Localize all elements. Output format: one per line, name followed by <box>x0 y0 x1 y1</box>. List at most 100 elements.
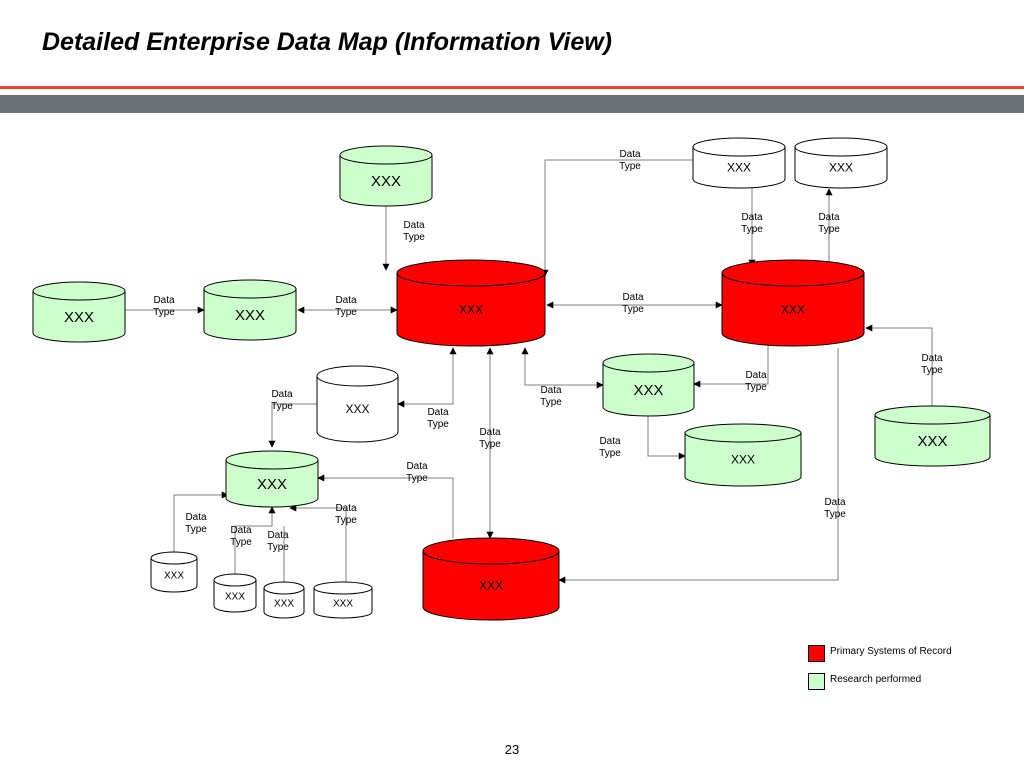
data-store-s2: XXX <box>213 573 257 613</box>
cylinder-body <box>316 375 399 443</box>
cylinder-top <box>874 405 991 425</box>
data-store-label: XXX <box>164 571 184 582</box>
cylinder-body <box>203 288 297 341</box>
data-store-w_tr2: XXX <box>794 137 888 189</box>
data-store-r_right: XXX <box>721 259 865 347</box>
connector-line <box>521 347 604 389</box>
data-store-label: XXX <box>479 579 503 593</box>
cylinder-top <box>602 353 695 373</box>
data-store-w_mid: XXX <box>316 365 399 443</box>
data-store-label: XXX <box>225 592 245 603</box>
data-store-g_mid: XXX <box>203 279 297 341</box>
accent-rule <box>0 86 1024 89</box>
cylinder-body <box>339 154 433 207</box>
cylinder-body <box>874 414 991 467</box>
cylinder-body <box>422 550 560 621</box>
connector-line <box>558 348 839 584</box>
legend-label-primary: Primary Systems of Record <box>830 646 952 657</box>
cylinder-top <box>422 537 560 565</box>
cylinder-body <box>150 557 198 593</box>
data-store-g_hub: XXX <box>225 450 319 508</box>
cylinder-body <box>396 272 546 347</box>
cylinder-top <box>721 259 865 287</box>
cylinder-top <box>684 423 802 443</box>
cylinder-top <box>692 137 786 157</box>
data-store-s3: XXX <box>263 581 305 619</box>
data-store-s4: XXX <box>313 581 373 619</box>
data-stores: XXX XXX XXX XXX XXX XXX XXX XXX XXX XXX XXX XXX XXX X… <box>32 137 991 621</box>
data-store-g_top: XXX <box>339 145 433 207</box>
data-store-label: XXX <box>333 599 353 610</box>
data-store-label: XXX <box>917 433 947 450</box>
cylinder-body <box>313 587 373 619</box>
cylinder-body <box>794 146 888 189</box>
cylinder-top <box>203 279 297 299</box>
connector-line <box>317 474 454 538</box>
data-store-label: XXX <box>633 382 663 399</box>
cylinder-body <box>263 587 305 619</box>
data-store-r_bot: XXX <box>422 537 560 621</box>
data-store-g_ctr: XXX <box>602 353 695 417</box>
data-store-label: XXX <box>829 161 853 175</box>
page-title: Detailed Enterprise Data Map (Informatio… <box>42 28 613 56</box>
data-store-s1: XXX <box>150 551 198 593</box>
connections <box>125 159 933 584</box>
cylinder-top <box>263 581 305 595</box>
legend-label-research: Research performed <box>830 674 922 685</box>
header-band <box>0 95 1024 113</box>
data-store-g_left: XXX <box>32 281 126 343</box>
cylinder-top <box>150 551 198 565</box>
connector-line <box>397 347 457 408</box>
data-store-r_main: XXX <box>396 259 546 347</box>
connector-line <box>541 159 693 277</box>
cylinder-top <box>225 450 319 470</box>
data-store-label: XXX <box>727 161 751 175</box>
connector-line <box>693 346 769 388</box>
data-store-label: XXX <box>64 309 94 326</box>
cylinder-top <box>313 581 373 595</box>
connector-line <box>268 403 317 448</box>
connector-line <box>234 506 276 574</box>
cylinder-top <box>316 365 399 387</box>
page-number: 23 <box>504 742 520 757</box>
cylinder-body <box>213 579 257 613</box>
cylinder-top <box>339 145 433 165</box>
cylinder-top <box>213 573 257 587</box>
cylinder-body <box>225 459 319 508</box>
cylinder-top <box>32 281 126 301</box>
data-store-label: XXX <box>257 476 287 493</box>
cylinder-body <box>602 362 695 417</box>
data-store-label: XXX <box>235 307 265 324</box>
cylinder-body <box>692 146 786 189</box>
connector-line <box>173 491 229 552</box>
connector-line <box>865 324 933 406</box>
legend-swatch-primary <box>808 645 825 662</box>
cylinder-top <box>396 259 546 287</box>
connector-line <box>289 504 347 582</box>
cylinder-top <box>794 137 888 157</box>
data-store-label: XXX <box>371 173 401 190</box>
cylinder-body <box>684 432 802 487</box>
data-store-g_ctr2: XXX <box>684 423 802 487</box>
data-store-label: XXX <box>459 303 483 317</box>
